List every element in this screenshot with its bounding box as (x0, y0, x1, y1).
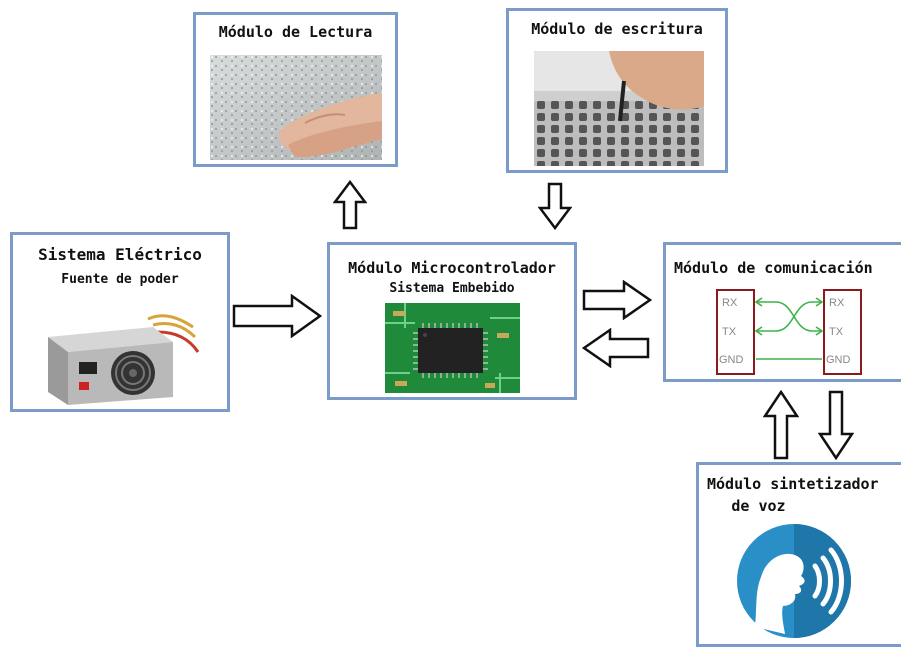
left-pin-rx: RX (722, 297, 738, 309)
braille-writing-slate-image (534, 51, 704, 166)
right-connector (823, 289, 862, 375)
arrow-right-electrico-to-micro (232, 294, 323, 338)
microcontroller-pcb-image (385, 303, 520, 393)
uart-wiring-diagram: RX TX GND RX TX GND (716, 289, 862, 375)
power-supply-image (48, 314, 200, 405)
right-pin-gnd: GND (826, 354, 851, 366)
module-electrico-subtitle: Fuente de poder (61, 272, 179, 287)
module-comunicacion: Módulo de comunicación RX TX GND RX TX G… (663, 242, 901, 382)
module-comunicacion-title: Módulo de comunicación (674, 259, 873, 277)
arrow-up-to-lectura (333, 180, 367, 230)
module-sintetizador-voz: Módulo sintetizador de voz (696, 462, 901, 647)
module-sistema-electrico: Sistema Eléctrico Fuente de poder (10, 232, 230, 412)
left-pin-tx: TX (722, 326, 737, 338)
module-microcontrolador: Módulo Microcontrolador Sistema Embebido (327, 242, 577, 400)
module-micro-subtitle: Sistema Embebido (389, 281, 515, 296)
right-pin-tx: TX (829, 326, 844, 338)
arrow-down-from-escritura (538, 182, 572, 230)
left-pin-gnd: GND (719, 354, 744, 366)
arrow-left-comunicacion-to-micro (582, 328, 650, 368)
module-escritura: Módulo de escritura (506, 8, 728, 173)
module-micro-title: Módulo Microcontrolador (348, 259, 556, 277)
module-lectura-title: Módulo de Lectura (218, 23, 373, 41)
voice-speaking-icon (737, 524, 851, 638)
braille-reading-image (210, 55, 382, 160)
arrow-right-micro-to-comunicacion (582, 280, 653, 320)
module-electrico-title: Sistema Eléctrico (38, 245, 202, 264)
module-voz-title-line2: de voz (731, 497, 786, 515)
module-voz-title-line1: Módulo sintetizador (707, 475, 879, 493)
module-lectura: Módulo de Lectura (193, 12, 398, 167)
left-connector (716, 289, 755, 375)
right-pin-rx: RX (829, 297, 845, 309)
module-escritura-title: Módulo de escritura (531, 20, 703, 38)
arrow-down-comunicacion-to-voz (818, 390, 854, 460)
arrow-up-voz-to-comunicacion (763, 390, 799, 460)
